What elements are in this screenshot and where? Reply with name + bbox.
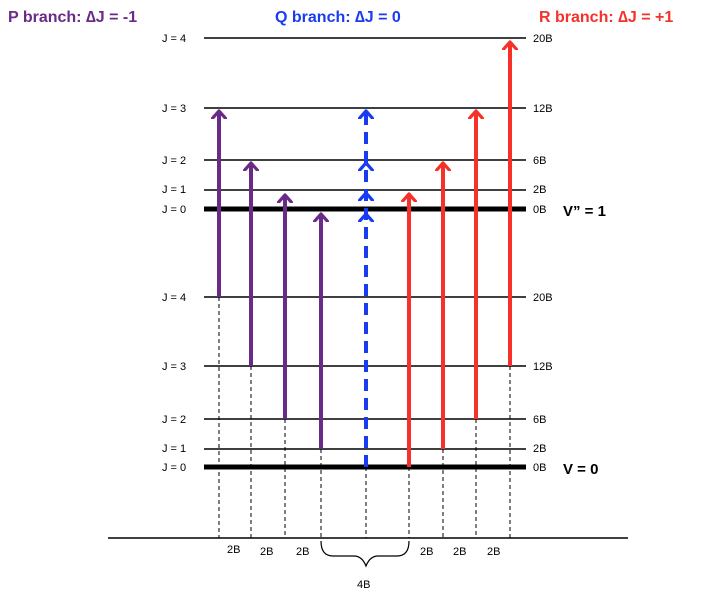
upper-j-label: J = 1: [162, 184, 186, 196]
upper-energy-label: 2B: [533, 184, 546, 196]
lower-j-label: J = 1: [162, 443, 186, 455]
q-branch-title: Q branch: ∆J = 0: [275, 9, 401, 26]
spacing-labels: 2B 2B 2B 2B 2B 2B: [227, 544, 500, 558]
lower-j-label: J = 0: [162, 462, 186, 474]
r-branch-arrows: [409, 42, 510, 467]
spacing-label: 2B: [260, 546, 273, 558]
upper-j-label: J = 2: [162, 155, 186, 167]
lower-j-label: J = 3: [162, 361, 186, 373]
projection-lines: [218, 297, 511, 538]
upper-j-label: J = 4: [162, 33, 186, 45]
p-branch-title: P branch: ∆J = -1: [8, 9, 137, 26]
center-gap-label: 4B: [357, 579, 370, 591]
upper-state-levels: J = 4 J = 3 J = 2 J = 1 J = 0 20B 12B 6B…: [162, 33, 606, 220]
upper-state-label: V” = 1: [563, 203, 606, 220]
upper-energy-label: 0B: [533, 204, 546, 216]
upper-energy-label: 20B: [533, 33, 553, 45]
lower-energy-label: 0B: [533, 462, 546, 474]
lower-j-label: J = 4: [162, 292, 186, 304]
lower-energy-label: 6B: [533, 414, 546, 426]
r-branch-title: R branch: ∆J = +1: [539, 9, 673, 26]
lower-state-label: V = 0: [563, 461, 598, 478]
upper-j-label: J = 0: [162, 204, 186, 216]
upper-j-label: J = 3: [162, 103, 186, 115]
spacing-label: 2B: [453, 546, 466, 558]
lower-energy-label: 12B: [533, 361, 553, 373]
spacing-label: 2B: [296, 546, 309, 558]
center-gap-brace: [320, 540, 410, 568]
upper-energy-label: 6B: [533, 155, 546, 167]
spacing-label: 2B: [420, 546, 433, 558]
p-branch-arrows: [219, 111, 321, 449]
lower-energy-label: 2B: [533, 443, 546, 455]
lower-state-levels: J = 4 J = 3 J = 2 J = 1 J = 0 20B 12B 6B…: [162, 292, 598, 478]
upper-energy-label: 12B: [533, 103, 553, 115]
lower-energy-label: 20B: [533, 292, 553, 304]
lower-j-label: J = 2: [162, 414, 186, 426]
spacing-label: 2B: [487, 546, 500, 558]
spacing-label: 2B: [227, 544, 240, 556]
